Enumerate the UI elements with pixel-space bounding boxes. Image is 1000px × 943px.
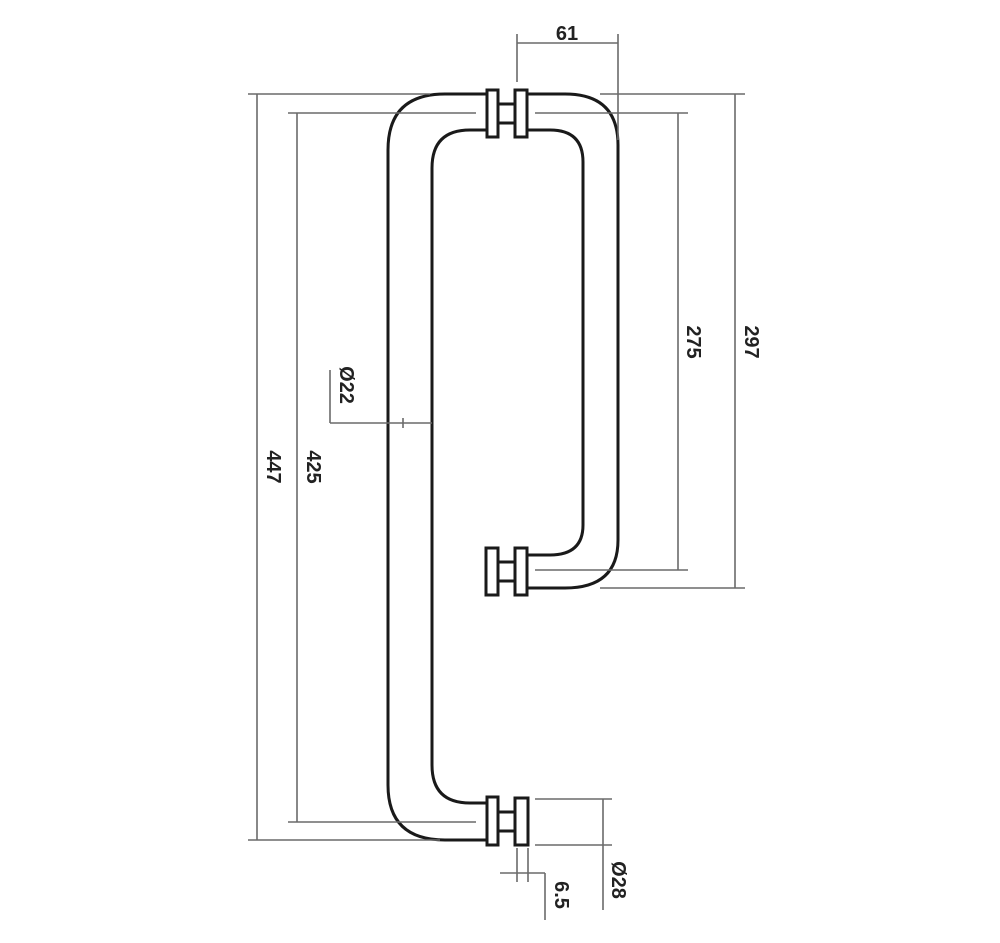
dimension-lines	[248, 34, 745, 920]
dim-rosette-diameter-label: Ø28	[607, 861, 629, 899]
bottom-connector	[485, 795, 530, 847]
dim-tube-diameter-label: Ø22	[335, 366, 357, 404]
dim-297-label: 297	[740, 325, 762, 358]
short-handle	[528, 92, 620, 590]
dim-425-label: 425	[302, 450, 324, 483]
top-connector	[485, 88, 529, 139]
long-handle	[386, 92, 487, 842]
dim-61-label: 61	[556, 23, 578, 45]
short-connector	[484, 546, 529, 597]
dim-275-label: 275	[682, 325, 704, 358]
dim-rosette-thickness-label: 6.5	[550, 881, 572, 909]
dim-447-label: 447	[262, 450, 284, 483]
